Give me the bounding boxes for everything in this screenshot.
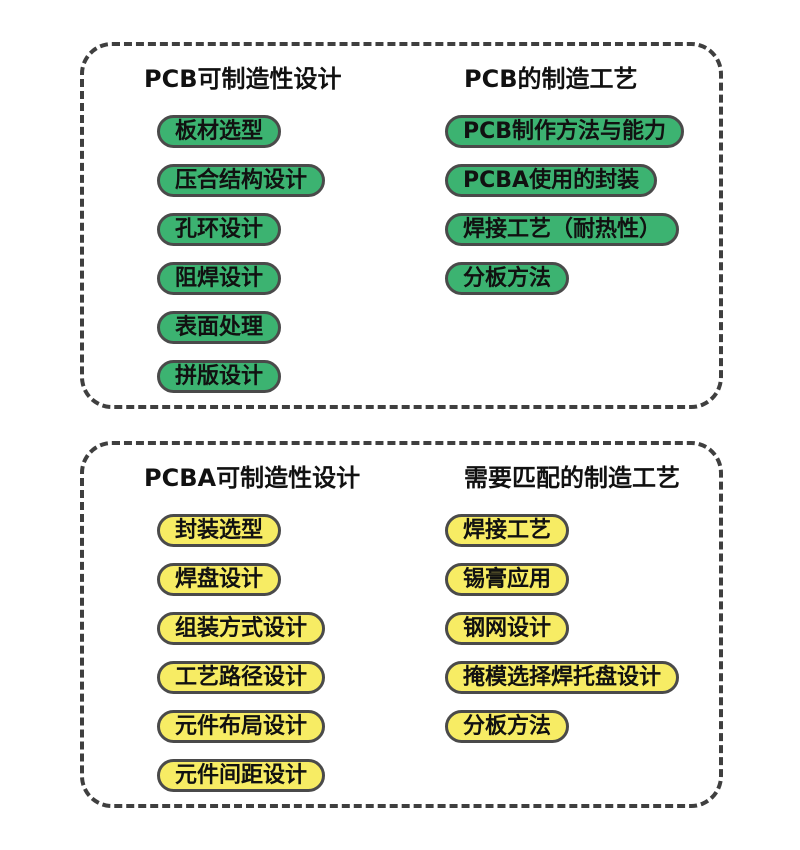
topic-pill: 分板方法 <box>445 710 570 743</box>
pill-row: 阻焊设计 <box>157 262 444 295</box>
topic-pill: 板材选型 <box>157 115 282 148</box>
topic-pill: 表面处理 <box>157 311 282 344</box>
topic-pill: PCB制作方法与能力 <box>445 115 685 148</box>
pill-row: PCB制作方法与能力 <box>445 115 727 148</box>
topic-pill: 封装选型 <box>157 514 282 547</box>
topic-pill: 分板方法 <box>445 262 570 295</box>
pill-row: 组装方式设计 <box>157 612 444 645</box>
section-pcb-box: PCB可制造性设计 板材选型 压合结构设计 孔环设计 阻焊设计 表面处理 拼版设… <box>80 42 723 409</box>
pcba-process-column: 需要匹配的制造工艺 焊接工艺 锡膏应用 钢网设计 掩模选择焊托盘设计 分板方法 <box>445 463 727 759</box>
topic-pill: 工艺路径设计 <box>157 661 326 694</box>
pill-row: 焊接工艺 <box>445 514 727 547</box>
pill-row: 元件布局设计 <box>157 710 444 743</box>
section-pcba-box: PCBA可制造性设计 封装选型 焊盘设计 组装方式设计 工艺路径设计 元件布局设… <box>80 441 723 808</box>
pill-row: 焊盘设计 <box>157 563 444 596</box>
topic-pill: 焊接工艺（耐热性） <box>445 213 680 246</box>
topic-pill: 组装方式设计 <box>157 612 326 645</box>
pill-row: 元件间距设计 <box>157 759 444 792</box>
pill-row: 孔环设计 <box>157 213 444 246</box>
pill-row: 压合结构设计 <box>157 164 444 197</box>
pill-row: 封装选型 <box>157 514 444 547</box>
pill-row: 表面处理 <box>157 311 444 344</box>
topic-pill: 焊盘设计 <box>157 563 282 596</box>
topic-pill: 拼版设计 <box>157 360 282 393</box>
pill-row: 工艺路径设计 <box>157 661 444 694</box>
pill-row: 焊接工艺（耐热性） <box>445 213 727 246</box>
pcb-dfm-column: PCB可制造性设计 板材选型 压合结构设计 孔环设计 阻焊设计 表面处理 拼版设… <box>144 64 444 409</box>
column-header: PCB的制造工艺 <box>464 65 638 93</box>
pill-row: PCBA使用的封装 <box>445 164 727 197</box>
topic-pill: 元件间距设计 <box>157 759 326 792</box>
topic-pill: PCBA使用的封装 <box>445 164 658 197</box>
topic-pill: 钢网设计 <box>445 612 570 645</box>
topic-pill: 焊接工艺 <box>445 514 570 547</box>
pill-row: 钢网设计 <box>445 612 727 645</box>
topic-pill: 孔环设计 <box>157 213 282 246</box>
pill-row: 板材选型 <box>157 115 444 148</box>
pill-row: 分板方法 <box>445 710 727 743</box>
topic-pill: 元件布局设计 <box>157 710 326 743</box>
pcb-process-column: PCB的制造工艺 PCB制作方法与能力 PCBA使用的封装 焊接工艺（耐热性） … <box>445 64 727 311</box>
pill-row: 拼版设计 <box>157 360 444 393</box>
topic-pill: 锡膏应用 <box>445 563 570 596</box>
pill-row: 掩模选择焊托盘设计 <box>445 661 727 694</box>
topic-pill: 阻焊设计 <box>157 262 282 295</box>
pcba-dfm-column: PCBA可制造性设计 封装选型 焊盘设计 组装方式设计 工艺路径设计 元件布局设… <box>144 463 444 808</box>
column-header: PCB可制造性设计 <box>144 65 342 93</box>
pill-row: 分板方法 <box>445 262 727 295</box>
pill-row: 锡膏应用 <box>445 563 727 596</box>
column-header: 需要匹配的制造工艺 <box>464 464 680 492</box>
topic-pill: 压合结构设计 <box>157 164 326 197</box>
column-header: PCBA可制造性设计 <box>144 464 361 492</box>
topic-pill: 掩模选择焊托盘设计 <box>445 661 680 694</box>
